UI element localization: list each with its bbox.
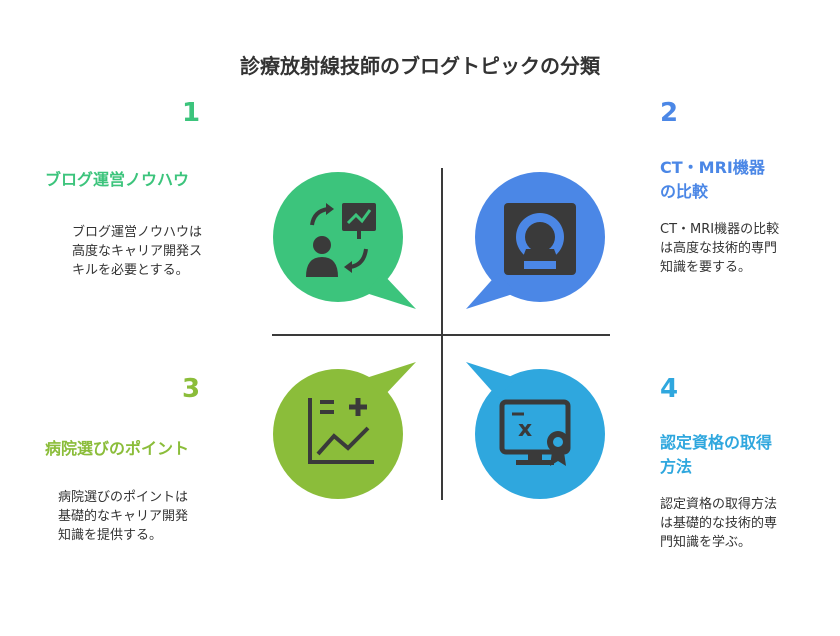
bubble-tail	[466, 362, 516, 398]
page-title: 診療放射線技師のブログトピックの分類	[240, 54, 600, 78]
blog-management-bubble	[273, 172, 416, 309]
quadrant-number: 3	[182, 374, 201, 404]
quadrant-number: 2	[660, 98, 679, 128]
certificate-bubble: x	[466, 362, 605, 499]
bubble-tail	[366, 273, 416, 309]
quadrant-heading: 認定資格の取得 方法	[660, 433, 773, 476]
quadrant-number: 4	[660, 374, 679, 404]
quadrant-number: 1	[182, 98, 201, 128]
svg-text:x: x	[518, 417, 532, 442]
quadrant-heading: ブログ運営ノウハウ	[45, 170, 190, 189]
horizontal-divider	[272, 334, 610, 336]
quadrant-description: CT・MRI機器の比較 は高度な技術的専門 知識を要する。	[660, 222, 780, 275]
growth-chart-bubble	[273, 362, 416, 499]
ct-mri-bubble	[466, 172, 605, 309]
quadrant-description: 病院選びのポイントは 基礎的なキャリア開発 知識を提供する。	[58, 490, 189, 543]
quadrant-description: ブログ運営ノウハウは 高度なキャリア開発ス キルを必要とする。	[72, 225, 203, 278]
quadrant-description: 認定資格の取得方法 は基礎的な技術的専 門知識を学ぶ。	[660, 497, 778, 550]
bubble-tail	[466, 273, 516, 309]
quadrant-heading: CT・MRI機器 の比較	[660, 158, 765, 201]
bubble-circle	[273, 369, 403, 499]
bubble-tail	[366, 362, 416, 398]
quadrant-heading: 病院選びのポイント	[45, 439, 190, 458]
certificate-icon: x	[499, 399, 571, 466]
ct-mri-scanner-icon	[504, 203, 576, 275]
growth-chart-icon	[308, 398, 374, 464]
blog-management-icon	[306, 203, 376, 277]
